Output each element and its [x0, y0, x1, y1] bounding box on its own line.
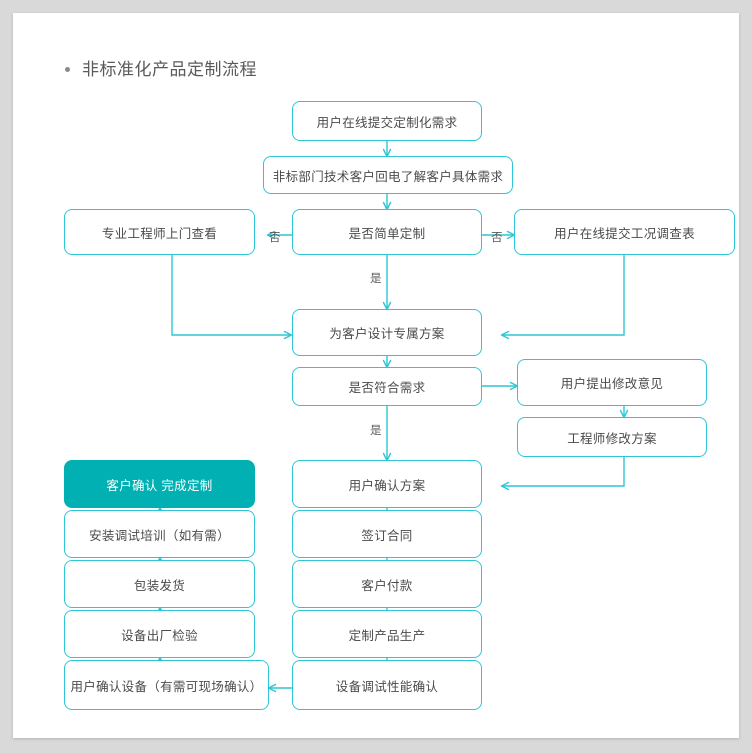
node-n18[interactable]: 用户确认设备（有需可现场确认）	[64, 660, 269, 710]
flowchart: 用户在线提交定制化需求 非标部门技术客户回电了解客户具体需求 专业工程师上门查看…	[13, 13, 739, 738]
node-n19[interactable]: 设备调试性能确认	[292, 660, 482, 710]
node-n11[interactable]: 用户确认方案	[292, 460, 482, 508]
node-n3[interactable]: 专业工程师上门查看	[64, 209, 255, 255]
node-n12[interactable]: 安装调试培训（如有需）	[64, 510, 255, 558]
page-title: 非标准化产品定制流程	[65, 61, 257, 78]
page-title-text: 非标准化产品定制流程	[82, 60, 257, 79]
node-n2[interactable]: 非标部门技术客户回电了解客户具体需求	[263, 156, 513, 194]
edge-label-yes-confirm: 是	[370, 425, 382, 437]
node-n13[interactable]: 签订合同	[292, 510, 482, 558]
node-n4[interactable]: 是否简单定制	[292, 209, 482, 255]
node-n17[interactable]: 定制产品生产	[292, 610, 482, 658]
node-n7[interactable]: 是否符合需求	[292, 367, 482, 406]
node-n1[interactable]: 用户在线提交定制化需求	[292, 101, 482, 141]
node-n8[interactable]: 用户提出修改意见	[517, 359, 707, 406]
node-n16[interactable]: 设备出厂检验	[64, 610, 255, 658]
node-n9[interactable]: 工程师修改方案	[517, 417, 707, 457]
node-n15[interactable]: 客户付款	[292, 560, 482, 608]
node-n14[interactable]: 包装发货	[64, 560, 255, 608]
bullet-icon	[65, 67, 70, 72]
node-n6[interactable]: 为客户设计专属方案	[292, 309, 482, 356]
node-n10[interactable]: 客户确认 完成定制	[64, 460, 255, 508]
node-n5[interactable]: 用户在线提交工况调查表	[514, 209, 735, 255]
edge-label-no-right: 否	[491, 232, 503, 244]
edge-label-yes-design: 是	[370, 273, 382, 285]
edge-label-no-left: 否	[269, 232, 281, 244]
page-card: 非标准化产品定制流程	[13, 13, 739, 738]
